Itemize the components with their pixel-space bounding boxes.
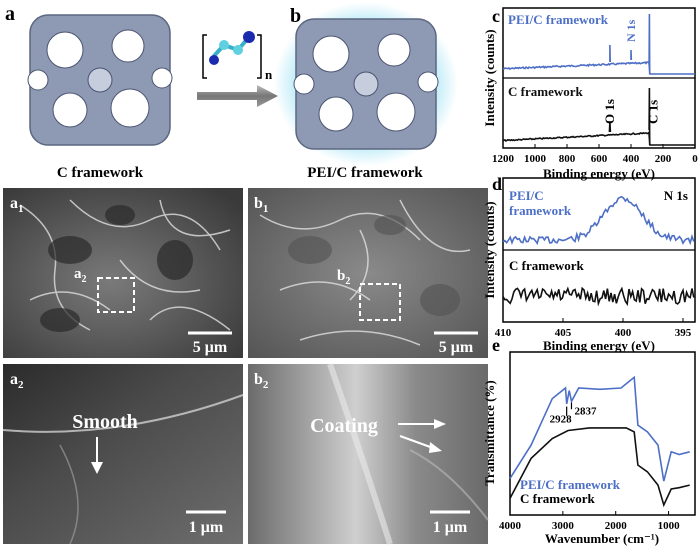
chart-e-annot-2928: 2928 xyxy=(550,414,573,426)
sem-a1: a1 a2 5 μm xyxy=(3,188,243,358)
b1-sub: 1 xyxy=(263,203,269,215)
polymer-subscript: n xyxy=(265,67,273,82)
b1-scalebar: 5 μm xyxy=(439,339,474,356)
chart-d-label: d xyxy=(492,174,502,194)
panel-a: a C framework xyxy=(5,3,172,181)
chart-c-legend-c: C framework xyxy=(508,84,583,99)
b1-inset-sub: 2 xyxy=(345,276,350,287)
a2-scalebar: 1 μm xyxy=(189,519,224,536)
chart-e-annot-2837: 2837 xyxy=(574,406,597,418)
chart-d-ylabel: Intensity (counts) xyxy=(482,201,497,298)
chart-d-x-tick-label: 395 xyxy=(675,327,692,339)
transform-arrow xyxy=(197,85,278,107)
a2-label: a xyxy=(10,371,18,388)
panel-a-label: a xyxy=(5,3,15,25)
chart-c-label: c xyxy=(492,6,500,26)
b2-scalebar: 1 μm xyxy=(433,519,468,536)
a1-scalebar: 5 μm xyxy=(193,339,228,356)
chart-c-legend-pei: PEI/C framework xyxy=(508,12,609,27)
chart-c-x-tick-label: 0 xyxy=(692,153,698,165)
chart-c-series-c xyxy=(503,133,695,145)
sem-a2: a2 Smooth 1 μm xyxy=(3,364,243,544)
a1-label: a xyxy=(10,195,18,212)
a1-sub: 1 xyxy=(18,203,24,215)
pei-c-framework-illustration xyxy=(274,2,458,166)
b2-label: b xyxy=(254,371,263,388)
chart-c-x-tick-label: 1000 xyxy=(524,153,547,165)
chart-c-x-tick-label: 800 xyxy=(559,153,576,165)
chart-c-x-tick-label: 600 xyxy=(591,153,608,165)
panel-b-caption: PEI/C framework xyxy=(307,165,423,181)
chart-c-x-tick-label: 200 xyxy=(655,153,672,165)
chart-d-xlabel: Binding energy (eV) xyxy=(543,338,655,353)
chart-e-xlabel: Wavenumber (cm⁻¹) xyxy=(545,531,659,546)
chart-e-ylabel: Transmittance (%) xyxy=(482,380,497,486)
chart-c-annot-o1s: O 1s xyxy=(602,99,617,124)
b1-label: b xyxy=(254,195,263,212)
a1-inset-sub: 2 xyxy=(82,274,87,285)
panel-a-caption: C framework xyxy=(57,165,144,181)
chart-c-annot-c1s: C 1s xyxy=(645,100,660,124)
c-framework-illustration xyxy=(28,15,172,145)
b2-annotation: Coating xyxy=(310,415,378,437)
chart-c-c1s-peak-pei xyxy=(649,14,650,74)
panel-b: b PEI/C framework xyxy=(274,2,458,181)
b1-inset-label: b xyxy=(337,268,345,284)
chart-e-x-tick-label: 1000 xyxy=(658,520,681,532)
chart-d-legend-pei: framework xyxy=(509,203,572,218)
chart-e-series-pei xyxy=(510,377,690,481)
chart-d-title: N 1s xyxy=(664,188,688,203)
chart-e-legend-c: C framework xyxy=(520,491,595,506)
pei-monomer-illustration: n xyxy=(203,31,273,82)
chart-e-label: e xyxy=(492,335,500,355)
chart-e-legend-pei: PEI/C framework xyxy=(520,477,621,492)
chart-c-annot-n1s: N 1s xyxy=(624,19,638,42)
sem-b2: b2 Coating 1 μm xyxy=(248,364,488,544)
b2-sub: 2 xyxy=(263,379,269,391)
chart-d-legend-pei: PEI/C xyxy=(509,188,544,203)
chart-c-x-tick-label: 1200 xyxy=(492,153,515,165)
chart-c-xps-survey: c 1200 1000 800 600 400 200 0 Intensity (counts… xyxy=(482,6,698,181)
sem-b1: b1 b2 5 μm xyxy=(248,188,488,358)
chart-c-x-tick-label: 400 xyxy=(623,153,640,165)
panel-b-label: b xyxy=(290,5,301,27)
a2-annotation: Smooth xyxy=(72,411,138,433)
chart-d-series-c xyxy=(503,288,694,304)
a2-sub: 2 xyxy=(18,379,24,391)
chart-d-legend-c: C framework xyxy=(509,258,584,273)
chart-e-x-tick-label: 4000 xyxy=(499,520,522,532)
chart-c-ylabel: Intensity (counts) xyxy=(482,29,497,126)
chart-c-series-pei xyxy=(503,62,695,74)
